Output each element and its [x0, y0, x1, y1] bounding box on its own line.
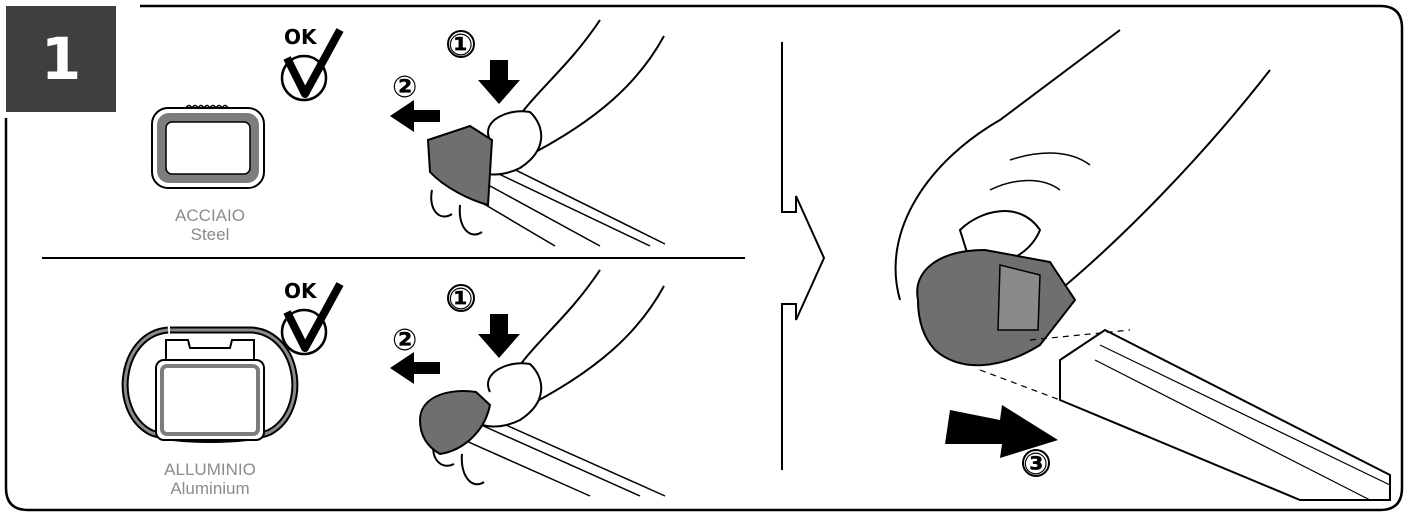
aluminium-callout-1-label: ①	[448, 282, 473, 317]
steel-callout-1	[447, 30, 475, 58]
steel-caption-it: ACCIAIO	[175, 206, 245, 225]
step-number: 1	[40, 25, 82, 93]
insert-end-cap	[916, 248, 1077, 367]
ok-label: OK	[284, 279, 318, 303]
steel-caption-en: Steel	[190, 225, 230, 244]
steel-end-cap	[426, 124, 494, 207]
insert-bar-illustration	[979, 328, 1391, 501]
step-number-badge: 1	[6, 6, 116, 112]
aluminium-push-left-arrow	[390, 352, 440, 384]
insert-push-arrow	[945, 405, 1058, 458]
steel-caption: ACCIAIO Steel	[150, 206, 270, 244]
steel-callout-2-label: ②	[392, 70, 417, 105]
aluminium-end-cap	[418, 390, 492, 456]
aluminium-profile-icon	[121, 326, 299, 443]
insert-callout-3-label: ③	[1023, 447, 1048, 482]
steel-profile-icon	[151, 104, 265, 189]
outer-frame	[4, 4, 1404, 512]
aluminium-callout-2-label: ②	[392, 323, 417, 358]
transition-arrow	[781, 42, 826, 470]
aluminium-caption-en: Aluminium	[170, 479, 250, 498]
ok-check-icon: OK	[280, 25, 344, 102]
ok-check-icon: OK	[280, 279, 344, 356]
steel-callout-1-label: ①	[448, 28, 473, 63]
steel-push-down-arrow	[478, 60, 520, 104]
aluminium-caption-it: ALLUMINIO	[164, 460, 256, 479]
insert-hand-illustration	[894, 29, 1271, 367]
aluminium-hand-illustration	[418, 269, 666, 497]
aluminium-caption: ALLUMINIO Aluminium	[150, 460, 270, 498]
ok-label: OK	[284, 25, 318, 49]
steel-push-left-arrow	[390, 100, 440, 132]
steel-hand-illustration	[426, 19, 666, 247]
aluminium-push-down-arrow	[478, 314, 520, 358]
